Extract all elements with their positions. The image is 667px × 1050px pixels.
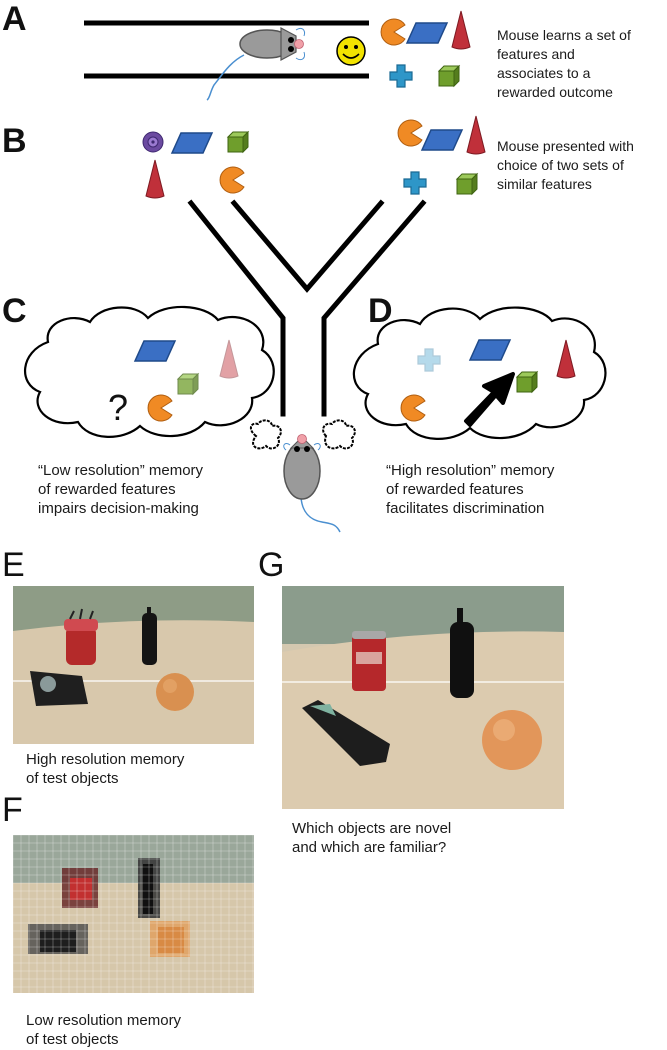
cone-icon bbox=[451, 10, 471, 50]
caption-c-line: “Low resolution” memory bbox=[38, 462, 204, 479]
photo-test-objects bbox=[282, 586, 564, 809]
caption-g-line: Which objects are novel bbox=[292, 820, 452, 837]
caption-f-line: Low resolution memory bbox=[26, 1012, 182, 1029]
panel-letter-c: C bbox=[2, 292, 27, 330]
panel-letter-f: F bbox=[2, 791, 23, 829]
cross-icon bbox=[389, 64, 413, 88]
parallelogram-icon bbox=[406, 22, 448, 44]
caption-c-line: of rewarded features bbox=[38, 481, 176, 498]
caption-a: Mouse learns a set of features and assoc… bbox=[497, 26, 631, 102]
panel-letter-d: D bbox=[368, 292, 393, 330]
question-mark: ? bbox=[108, 387, 128, 428]
caption-c-line: impairs decision-making bbox=[38, 500, 199, 517]
caption-g: Which objects are novel and which are fa… bbox=[292, 819, 451, 857]
caption-b-line: Mouse presented with bbox=[497, 138, 634, 154]
caption-d: “High resolution” memory of rewarded fea… bbox=[386, 461, 554, 518]
caption-d-line: “High resolution” memory bbox=[386, 462, 555, 479]
caption-a-line: associates to a bbox=[497, 65, 591, 81]
pixel-grid-overlay bbox=[12, 834, 254, 993]
cross-icon bbox=[403, 171, 427, 195]
parallelogram-icon bbox=[171, 132, 213, 154]
caption-b-line: similar features bbox=[497, 176, 592, 192]
cube-icon bbox=[516, 371, 538, 393]
mouse-icon bbox=[250, 419, 356, 533]
panel-letter-b: B bbox=[2, 122, 27, 160]
thought-cloud-low-res bbox=[24, 305, 275, 438]
caption-e-line: of test objects bbox=[26, 770, 119, 787]
cone-icon bbox=[466, 115, 486, 155]
caption-a-line: Mouse learns a set of bbox=[497, 27, 631, 43]
cube-icon bbox=[456, 173, 478, 195]
cube-icon-faded bbox=[177, 373, 199, 395]
photo-low-res-objects bbox=[13, 835, 254, 993]
panel-letter-a: A bbox=[2, 0, 27, 38]
mouse-icon bbox=[206, 27, 305, 101]
parallelogram-icon bbox=[421, 129, 463, 151]
photo-high-res-objects bbox=[13, 586, 254, 744]
caption-c: “Low resolution” memory of rewarded feat… bbox=[38, 461, 203, 518]
caption-d-line: facilitates discrimination bbox=[386, 500, 545, 517]
cone-icon bbox=[145, 159, 165, 199]
cube-icon bbox=[438, 65, 460, 87]
y-maze bbox=[187, 199, 427, 417]
donut-icon bbox=[142, 131, 164, 153]
caption-e: High resolution memory of test objects bbox=[26, 750, 184, 788]
caption-b-line: choice of two sets of bbox=[497, 157, 624, 173]
arrow-icon bbox=[464, 372, 515, 427]
caption-a-line: features and bbox=[497, 46, 575, 62]
caption-f: Low resolution memory of test objects bbox=[26, 1011, 181, 1049]
panel-letter-e: E bbox=[2, 546, 25, 584]
caption-a-line: rewarded outcome bbox=[497, 84, 613, 100]
pacman-icon bbox=[219, 166, 245, 194]
caption-g-line: and which are familiar? bbox=[292, 839, 447, 856]
caption-e-line: High resolution memory bbox=[26, 751, 185, 768]
pacman-icon bbox=[380, 18, 406, 46]
panel-letter-g: G bbox=[258, 546, 285, 584]
cube-icon bbox=[227, 131, 249, 153]
smiley-icon bbox=[336, 36, 366, 66]
caption-f-line: of test objects bbox=[26, 1031, 119, 1048]
pacman-icon bbox=[397, 119, 423, 147]
caption-b: Mouse presented with choice of two sets … bbox=[497, 137, 634, 194]
caption-d-line: of rewarded features bbox=[386, 481, 524, 498]
